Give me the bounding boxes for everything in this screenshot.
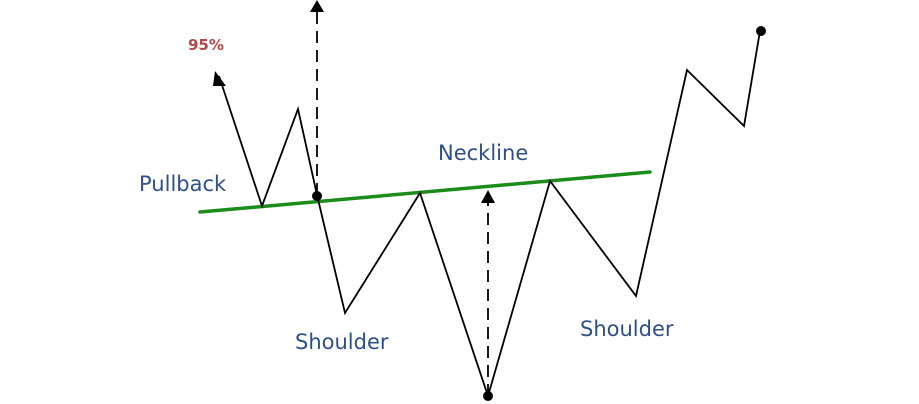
head-arrow-head-icon xyxy=(481,190,495,203)
percent-label: 95% xyxy=(188,36,224,54)
target-arrow-head-icon xyxy=(310,0,324,12)
head-low-point xyxy=(483,391,493,401)
price-path xyxy=(316,30,761,400)
neckline-label: Neckline xyxy=(438,141,528,165)
neckline-line xyxy=(198,170,652,214)
pullback-path xyxy=(218,75,318,209)
pullback-arrow-icon xyxy=(213,71,226,86)
breakout-point xyxy=(312,191,322,201)
end-point xyxy=(756,26,766,36)
pullback-label: Pullback xyxy=(139,172,227,196)
left-shoulder-label: Shoulder xyxy=(295,330,389,354)
right-shoulder-label: Shoulder xyxy=(580,317,674,341)
